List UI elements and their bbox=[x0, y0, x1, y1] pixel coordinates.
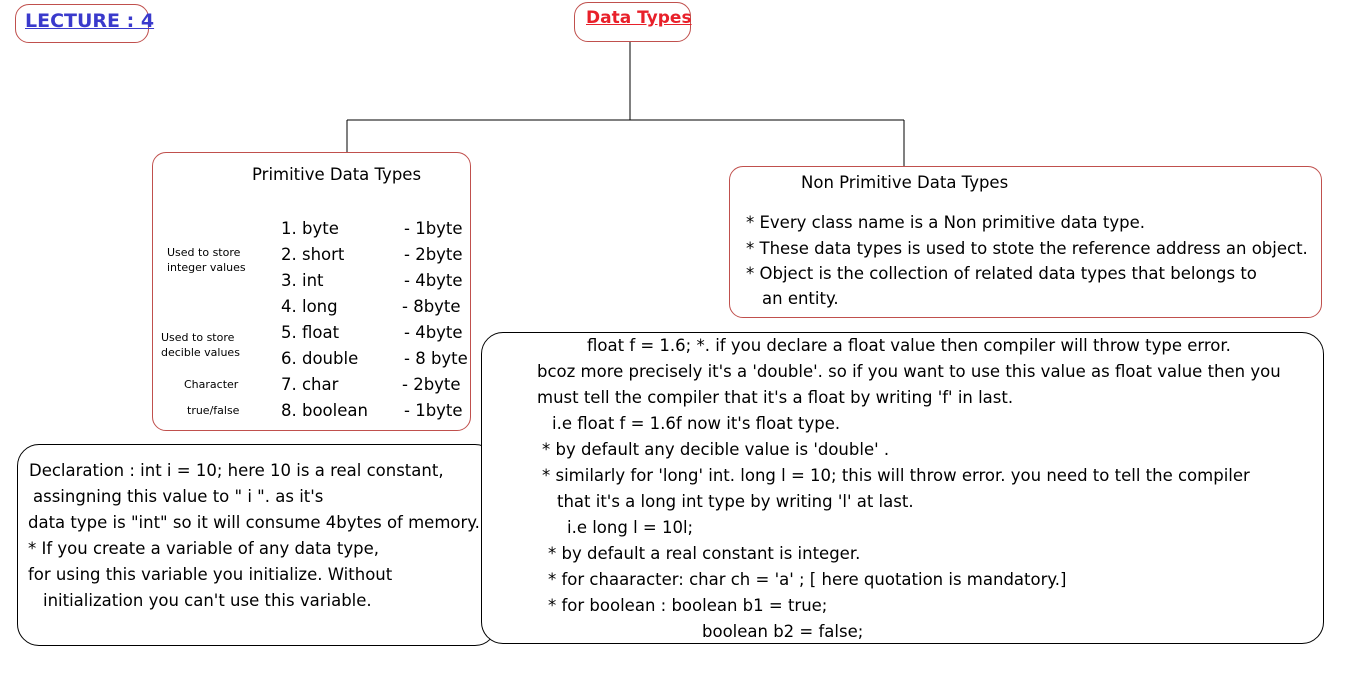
group-label-decimal-1: Used to store bbox=[161, 331, 235, 344]
type-byte: 1. byte bbox=[281, 219, 339, 238]
non-primitive-box bbox=[729, 166, 1322, 318]
lecture-label-box: LECTURE : 4 bbox=[15, 4, 154, 43]
primitive-heading: Primitive Data Types bbox=[252, 165, 422, 184]
size-double: - 8 byte bbox=[404, 349, 468, 368]
type-int: 3. int bbox=[281, 271, 324, 290]
declaration-line-6: initialization you can't use this variab… bbox=[43, 591, 372, 610]
type-long: 4. long bbox=[281, 297, 338, 316]
primitive-box bbox=[152, 152, 471, 431]
type-float: 5. float bbox=[281, 323, 340, 342]
type-short: 2. short bbox=[281, 245, 345, 264]
notes-line-5: * by default any decible value is 'doubl… bbox=[542, 440, 890, 459]
non-primitive-line-2: * These data types is used to stote the … bbox=[746, 239, 1308, 258]
notes-line-1: float f = 1.6; *. if you declare a float… bbox=[587, 336, 1231, 355]
notes-line-6: * similarly for 'long' int. long l = 10;… bbox=[542, 466, 1250, 485]
group-label-char: Character bbox=[184, 378, 239, 391]
size-char: - 2byte bbox=[402, 375, 461, 394]
declaration-line-5: for using this variable you initialize. … bbox=[28, 565, 393, 584]
non-primitive-line-4: an entity. bbox=[762, 289, 839, 308]
size-int: - 4byte bbox=[404, 271, 463, 290]
declaration-line-4: * If you create a variable of any data t… bbox=[28, 539, 380, 558]
notes-line-12: boolean b2 = false; bbox=[702, 622, 864, 641]
non-primitive-line-1: * Every class name is a Non primitive da… bbox=[746, 213, 1146, 232]
group-label-integer-2: integer values bbox=[167, 261, 246, 274]
type-char: 7. char bbox=[281, 375, 339, 394]
size-short: - 2byte bbox=[404, 245, 463, 264]
declaration-line-3: data type is "int" so it will consume 4b… bbox=[28, 513, 480, 532]
size-boolean: - 1byte bbox=[404, 401, 463, 420]
non-primitive-heading: Non Primitive Data Types bbox=[801, 173, 1009, 192]
group-label-integer-1: Used to store bbox=[167, 246, 241, 259]
notes-line-7: that it's a long int type by writing 'l'… bbox=[557, 492, 914, 511]
notes-line-10: * for chaaracter: char ch = 'a' ; [ here… bbox=[548, 570, 1067, 589]
size-long: - 8byte bbox=[402, 297, 461, 316]
notes-line-8: i.e long l = 10l; bbox=[567, 518, 694, 537]
declaration-line-2: assingning this value to " i ". as it's bbox=[33, 487, 324, 506]
group-label-decimal-2: decible values bbox=[161, 346, 240, 359]
notes-line-9: * by default a real constant is integer. bbox=[548, 544, 861, 563]
notes-line-4: i.e float f = 1.6f now it's float type. bbox=[552, 414, 841, 433]
notes-box bbox=[481, 332, 1324, 644]
non-primitive-line-3: * Object is the collection of related da… bbox=[746, 264, 1257, 283]
group-label-boolean: true/false bbox=[187, 404, 240, 417]
lecture-label: LECTURE : 4 bbox=[25, 10, 155, 32]
size-float: - 4byte bbox=[404, 323, 463, 342]
title-box: Data Types bbox=[574, 2, 692, 42]
declaration-line-1: Declaration : int i = 10; here 10 is a r… bbox=[29, 461, 444, 480]
notes-line-11: * for boolean : boolean b1 = true; bbox=[548, 596, 828, 615]
declaration-box bbox=[17, 444, 497, 646]
notes-line-2: bcoz more precisely it's a 'double'. so … bbox=[537, 362, 1281, 381]
type-boolean: 8. boolean bbox=[281, 401, 368, 420]
page-title: Data Types bbox=[586, 8, 692, 28]
size-byte: - 1byte bbox=[404, 219, 463, 238]
type-double: 6. double bbox=[281, 349, 359, 368]
notes-line-3: must tell the compiler that it's a float… bbox=[537, 388, 1014, 407]
